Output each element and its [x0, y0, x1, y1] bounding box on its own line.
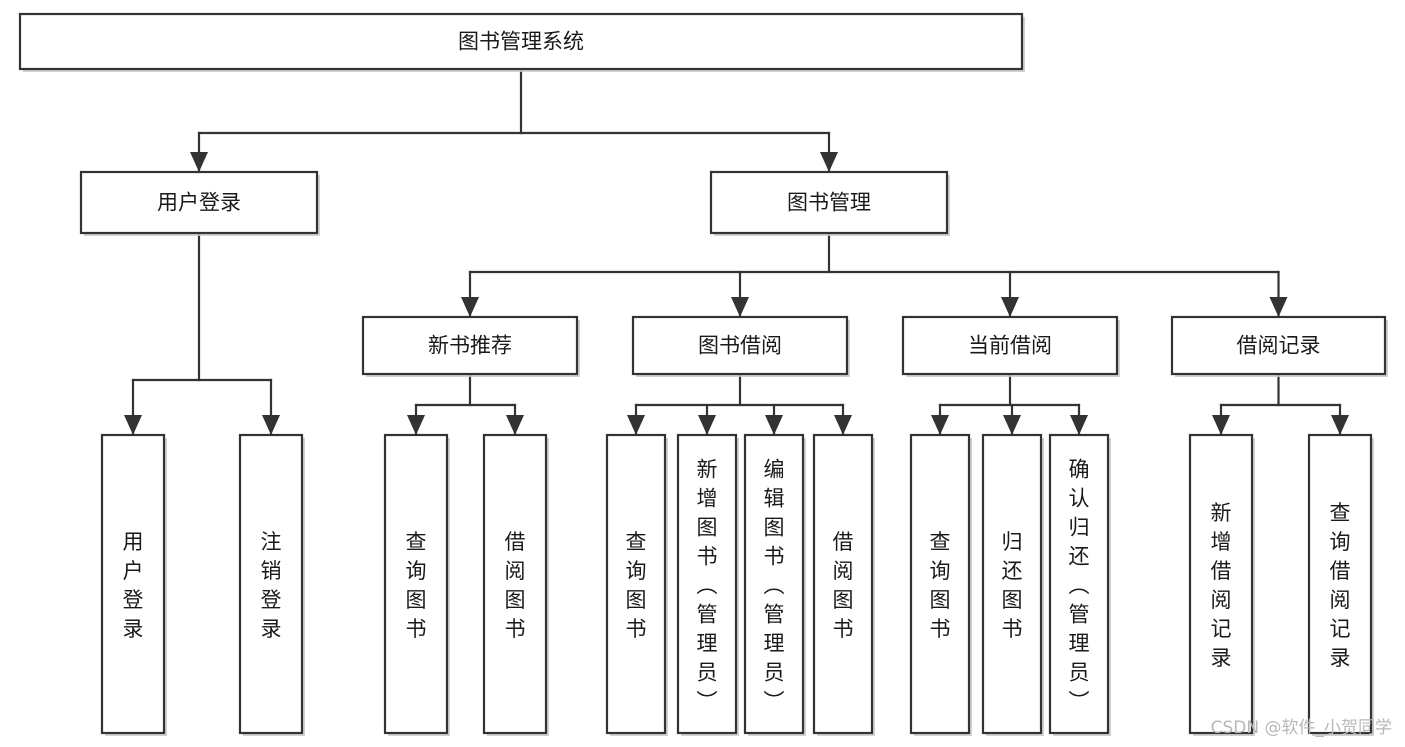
node-box[interactable]	[383, 433, 449, 735]
node-label: 图书管理系统	[458, 30, 584, 54]
node-box[interactable]	[1170, 315, 1387, 376]
node-l2-current-borrow[interactable]: 当前借阅	[901, 315, 1120, 377]
csdn-watermark: CSDN @软件_小贺同学	[1211, 718, 1392, 738]
node-box[interactable]	[631, 315, 849, 376]
node-leaf-query-borrow-record[interactable]: 查询借阅记录	[1307, 433, 1374, 736]
node-box[interactable]	[361, 315, 579, 376]
node-leaf-query-book-current[interactable]: 查询图书	[909, 433, 972, 736]
node-box[interactable]	[1188, 433, 1254, 735]
arrow-head-icon-leaf-query-book-rec	[407, 415, 425, 435]
node-label: 借阅图书	[833, 530, 854, 641]
arrow-head-icon-l1-book-manage	[820, 152, 838, 172]
node-box[interactable]	[676, 433, 738, 735]
node-box[interactable]	[743, 433, 805, 735]
node-label: 归还图书	[1002, 530, 1023, 641]
arrow-head-icon-leaf-user-logout	[262, 415, 280, 435]
node-leaf-query-book-borrow[interactable]: 查询图书	[605, 433, 668, 736]
node-box[interactable]	[812, 433, 874, 735]
node-leaf-user-login[interactable]: 用户登录	[100, 433, 167, 736]
node-label: 查询图书	[626, 530, 647, 641]
node-box[interactable]	[909, 433, 971, 735]
arrow-head-icon-leaf-edit-book	[765, 415, 783, 435]
node-box[interactable]	[981, 433, 1043, 735]
node-l2-new-book-rec[interactable]: 新书推荐	[361, 315, 580, 377]
connector-edges	[124, 67, 1349, 437]
node-label: 图书借阅	[698, 334, 782, 358]
node-leaf-borrow-book-rec[interactable]: 借阅图书	[482, 433, 549, 736]
node-leaf-borrow-book[interactable]: 借阅图书	[812, 433, 875, 736]
node-box[interactable]	[1048, 433, 1110, 735]
node-leaf-edit-book[interactable]: 编辑图书︵管理员︶	[743, 433, 806, 736]
node-label: 注销登录	[261, 530, 282, 641]
node-l2-borrow-record[interactable]: 借阅记录	[1170, 315, 1388, 377]
node-label: 确认归还︵管理员︶	[1069, 458, 1090, 714]
arrow-head-icon-l2-current-borrow	[1001, 297, 1019, 317]
node-box[interactable]	[482, 433, 548, 735]
node-box[interactable]	[901, 315, 1119, 376]
node-label: 用户登录	[123, 530, 144, 641]
node-leaf-add-book[interactable]: 新增图书︵管理员︶	[676, 433, 739, 736]
arrow-head-icon-l1-user-login	[190, 152, 208, 172]
node-leaf-add-borrow-record[interactable]: 新增借阅记录	[1188, 433, 1255, 736]
node-label: 当前借阅	[968, 334, 1052, 358]
node-box[interactable]	[238, 433, 304, 735]
arrow-head-icon-l2-borrow-record	[1269, 297, 1288, 317]
node-l1-user-login[interactable]: 用户登录	[79, 170, 320, 236]
node-leaf-confirm-return[interactable]: 确认归还︵管理员︶	[1048, 433, 1111, 736]
node-box[interactable]	[1307, 433, 1373, 735]
node-box[interactable]	[79, 170, 319, 235]
node-l1-book-manage[interactable]: 图书管理	[709, 170, 950, 236]
node-label: 新增借阅记录	[1211, 501, 1232, 670]
node-label: 查询借阅记录	[1330, 501, 1351, 670]
node-boxes: 图书管理系统用户登录图书管理新书推荐图书借阅当前借阅借阅记录用户登录注销登录查询…	[18, 12, 1388, 736]
arrow-head-icon-leaf-query-book-borrow	[627, 415, 645, 435]
arrow-head-icon-leaf-add-book	[698, 415, 716, 435]
node-label: 查询图书	[406, 530, 427, 641]
arrow-head-icon-leaf-query-book-current	[931, 415, 949, 435]
node-box[interactable]	[605, 433, 667, 735]
node-label: 借阅记录	[1237, 334, 1321, 358]
node-root[interactable]: 图书管理系统	[18, 12, 1025, 72]
arrow-head-icon-leaf-confirm-return	[1070, 415, 1088, 435]
arrow-head-icon-leaf-user-login	[124, 415, 142, 435]
node-leaf-user-logout[interactable]: 注销登录	[238, 433, 305, 736]
node-l2-book-borrow[interactable]: 图书借阅	[631, 315, 850, 377]
node-label: 编辑图书︵管理员︶	[764, 458, 785, 714]
arrow-head-icon-leaf-borrow-book	[834, 415, 852, 435]
node-box[interactable]	[18, 12, 1024, 71]
node-label: 借阅图书	[505, 530, 526, 641]
arrow-head-icon-l2-book-borrow	[731, 297, 749, 317]
arrow-head-icon-leaf-return-book	[1003, 415, 1021, 435]
node-label: 查询图书	[930, 530, 951, 641]
node-label: 图书管理	[787, 191, 871, 215]
node-box[interactable]	[709, 170, 949, 235]
arrow-head-icon-leaf-add-borrow-record	[1212, 415, 1230, 435]
arrow-head-icon-l2-new-book-rec	[461, 297, 479, 317]
node-box[interactable]	[100, 433, 166, 735]
node-label: 新增图书︵管理员︶	[697, 458, 718, 714]
node-leaf-query-book-rec[interactable]: 查询图书	[383, 433, 450, 736]
node-label: 用户登录	[157, 191, 241, 215]
arrow-head-icon-leaf-borrow-book-rec	[506, 415, 524, 435]
arrow-head-icon-leaf-query-borrow-record	[1331, 415, 1349, 435]
node-label: 新书推荐	[428, 334, 512, 358]
node-leaf-return-book[interactable]: 归还图书	[981, 433, 1044, 736]
